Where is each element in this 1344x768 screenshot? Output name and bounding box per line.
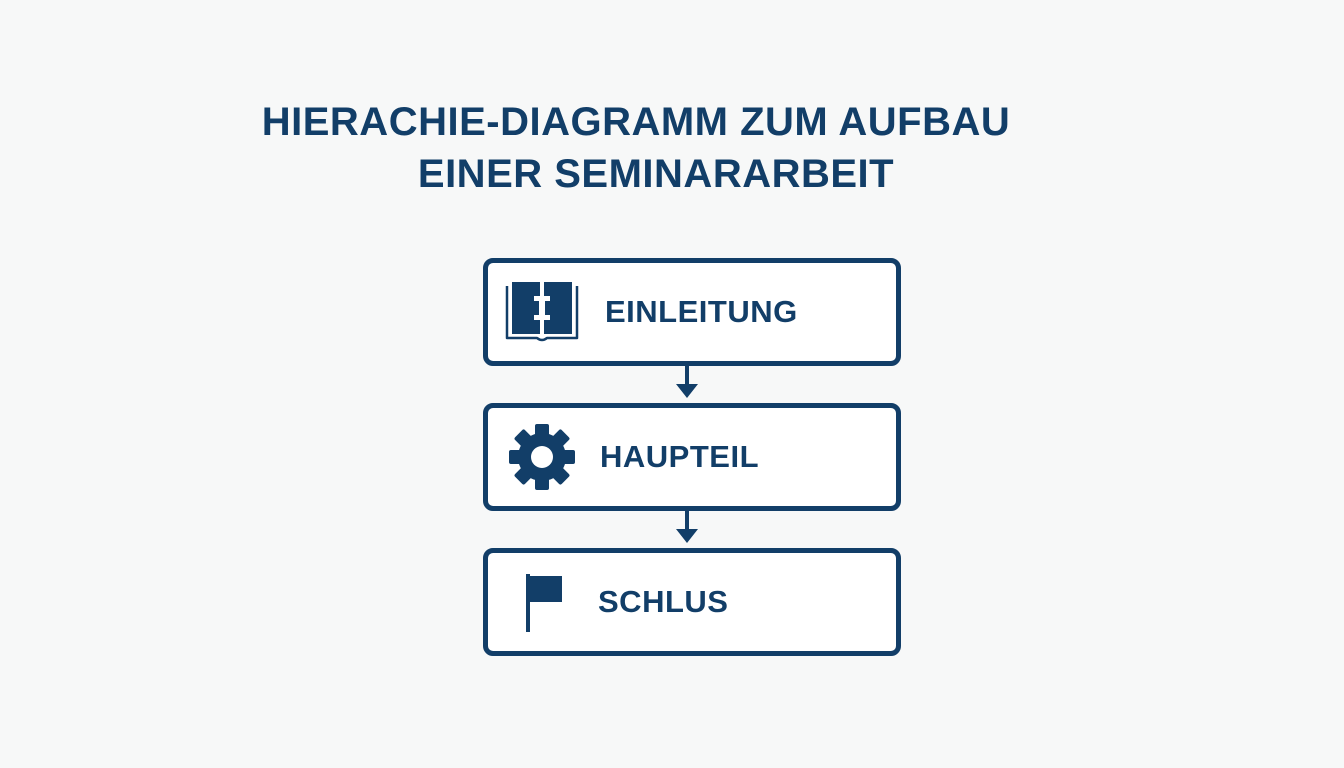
- node-label: HAUPTEIL: [600, 439, 759, 474]
- diagram-title: HIERACHIE-DIAGRAMM ZUM AUFBAU EINER SEMI…: [0, 96, 1344, 200]
- book-icon: [502, 263, 582, 361]
- arrow-down-connector: [676, 508, 698, 543]
- flag-icon: [502, 553, 582, 651]
- node-label: EINLEITUNG: [605, 294, 798, 329]
- node-schlus: SCHLUS: [483, 548, 901, 656]
- title-line-2: EINER SEMINARARBEIT: [417, 152, 895, 196]
- gear-icon: [502, 408, 582, 506]
- node-hauptteil: HAUPTEIL: [483, 403, 901, 511]
- title-line-1: HIERACHIE-DIAGRAMM ZUM AUFBAU: [261, 100, 1011, 144]
- arrow-down-connector: [676, 363, 698, 398]
- node-einleitung: EINLEITUNG: [483, 258, 901, 366]
- node-label: SCHLUS: [598, 584, 729, 619]
